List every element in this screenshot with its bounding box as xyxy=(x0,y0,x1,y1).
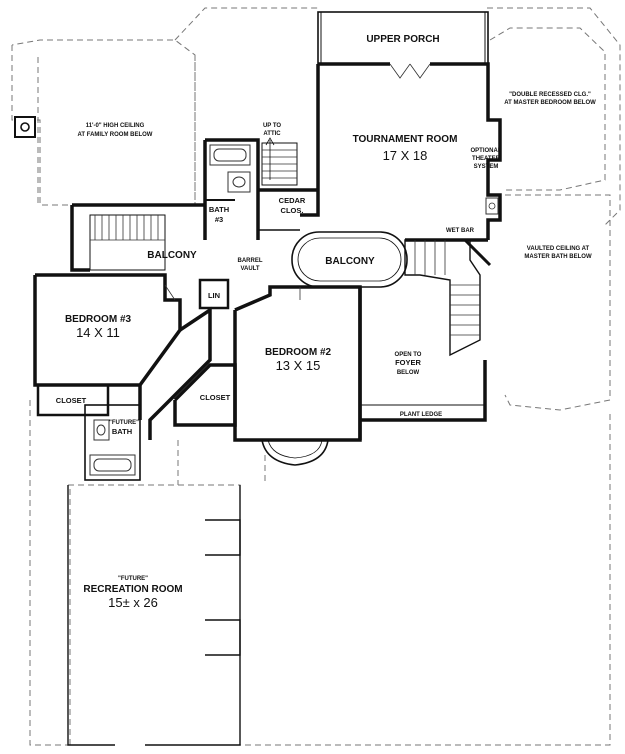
lower-floor-outline xyxy=(11,7,621,746)
optional-theater-line3: SYSTEM xyxy=(474,164,499,170)
tournament-room-name: TOURNAMENT ROOM xyxy=(353,134,458,145)
bath3-label-line2: #3 xyxy=(215,215,223,224)
vaulted-ceiling-line1: VAULTED CEILING AT xyxy=(527,246,590,252)
cedar-closet-label-line1: CEDAR xyxy=(279,196,306,205)
bedroom3-dims: 14 X 11 xyxy=(76,325,120,340)
future-bath-line2: BATH xyxy=(112,427,132,436)
high-ceiling-note-line2: AT FAMILY ROOM BELOW xyxy=(78,132,153,138)
bedroom3-walls xyxy=(33,273,182,417)
high-ceiling-note-line1: 11'-0" HIGH CEILING xyxy=(86,123,145,129)
barrel-vault-line2: VAULT xyxy=(240,266,259,272)
wet-bar-sink xyxy=(485,197,499,215)
recreation-room-dims: 15± x 26 xyxy=(108,595,158,610)
stairs-foyer xyxy=(404,238,492,357)
closet-center-label: CLOSET xyxy=(200,393,231,402)
bedroom3-name: BEDROOM #3 xyxy=(65,314,132,325)
recreation-room-line1: "FUTURE" xyxy=(118,576,148,582)
recreation-room-line2: RECREATION ROOM xyxy=(83,584,182,595)
bath3-label-line1: BATH xyxy=(209,205,229,214)
upper-porch-label: UPPER PORCH xyxy=(366,34,439,45)
optional-theater-line2: THEATER xyxy=(472,156,501,162)
vaulted-ceiling-line2: MASTER BATH BELOW xyxy=(524,254,592,260)
bedroom2-name: BEDROOM #2 xyxy=(265,347,332,358)
double-recessed-line1: "DOUBLE RECESSED CLG." xyxy=(509,92,591,98)
open-to-foyer-line3: BELOW xyxy=(397,370,420,376)
double-recessed-line2: AT MASTER BEDROOM BELOW xyxy=(504,100,596,106)
open-to-foyer-line2: FOYER xyxy=(395,358,421,367)
balcony-left-walls xyxy=(70,203,205,272)
cedar-closet-label-line2: CLOS. xyxy=(281,206,304,215)
linen-closet-label: LIN xyxy=(208,291,220,300)
bath3-walls xyxy=(203,138,260,240)
balcony-center-label: BALCONY xyxy=(325,256,375,267)
barrel-vault-line1: BARREL xyxy=(238,258,263,264)
future-bath-line1: "FUTURE" xyxy=(109,420,139,426)
plant-ledge-label: PLANT LEDGE xyxy=(400,412,442,418)
bedroom2-walls xyxy=(233,285,362,466)
optional-theater-line1: OPTIONAL xyxy=(471,148,502,154)
cedar-closet-walls xyxy=(258,188,318,231)
wet-bar-label: WET BAR xyxy=(446,228,475,234)
future-bath-walls xyxy=(84,404,141,481)
attic-stairs xyxy=(261,137,298,186)
linen-closet xyxy=(198,278,230,310)
balcony-left-label: BALCONY xyxy=(147,250,197,261)
open-to-foyer-area xyxy=(358,287,487,440)
stairs-left xyxy=(89,214,166,271)
bedroom2-dims: 13 X 15 xyxy=(276,358,321,373)
up-to-attic-line1: UP TO xyxy=(263,123,281,129)
tournament-room-dims: 17 X 18 xyxy=(383,148,428,163)
closet-left-label: CLOSET xyxy=(56,396,87,405)
up-to-attic-line2: ATTIC xyxy=(263,131,281,137)
center-closet-walls xyxy=(173,363,237,427)
open-to-foyer-line1: OPEN TO xyxy=(395,352,422,358)
recreation-room-walls xyxy=(67,485,241,747)
fireplace-icon xyxy=(14,116,36,138)
